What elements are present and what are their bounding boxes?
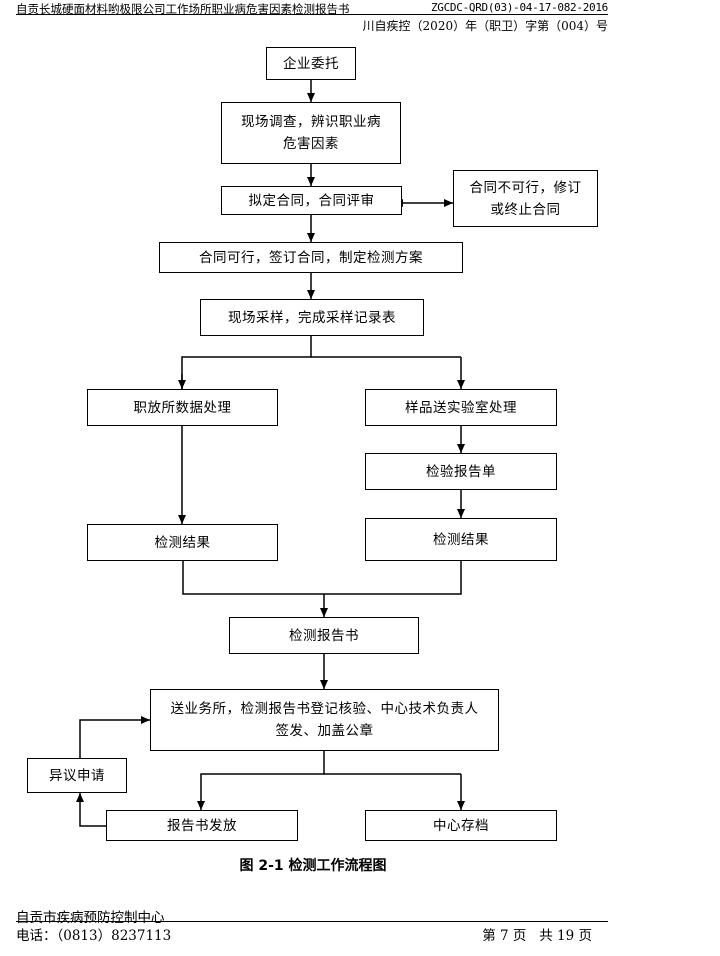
draft-contract-label: 拟定合同，合同评审	[248, 192, 375, 209]
archive-label: 中心存档	[433, 817, 489, 834]
arrow-issue-objection	[76, 793, 106, 827]
arrow-objection-review	[79, 716, 150, 758]
data-processing-label: 职放所数据处理	[133, 399, 232, 416]
result-right-label: 检测结果	[433, 531, 489, 548]
sign-contract-box: 合同可行，签订合同，制定检测方案	[159, 242, 463, 273]
lab-report-box: 检验报告单	[365, 453, 557, 490]
merge-connector	[182, 561, 462, 595]
survey-label: 现场调查，辨识职业病危害因素	[241, 114, 381, 152]
footer-rule	[16, 921, 608, 922]
result-left-label: 检测结果	[154, 534, 211, 551]
document-number: 川自疾控（2020）年（职卫）字第（004）号	[362, 19, 608, 33]
lab-processing-box: 样品送实验室处理	[365, 389, 557, 426]
report-title: 自贡长城硬面材料哟极限公司工作场所职业病危害因素检测报告书	[16, 2, 350, 16]
contract-rejected-label: 合同不可行，修订或终止合同	[469, 179, 582, 218]
objection-label: 异议申请	[49, 767, 105, 784]
header-rule	[16, 14, 608, 15]
split-connector	[181, 336, 312, 389]
draft-contract-box: 拟定合同，合同评审	[221, 186, 402, 215]
archive-box: 中心存档	[365, 810, 557, 841]
entrust-box: 企业委托	[266, 47, 356, 80]
sampling-label: 现场采样，完成采样记录表	[228, 309, 396, 326]
result-left-box: 检测结果	[87, 524, 278, 561]
lab-processing-label: 样品送实验室处理	[405, 399, 517, 416]
review-box: 送业务所，检测报告书登记核验、中心技术负责人签发、加盖公章	[150, 689, 499, 751]
footer-page-number: 第 7 页 共 19 页	[482, 928, 592, 944]
footer-phone: 电话：（0813）8237113	[16, 928, 172, 944]
figure-caption: 图 2-1 检测工作流程图	[239, 858, 387, 874]
entrust-label: 企业委托	[283, 55, 339, 72]
sign-contract-label: 合同可行，签订合同，制定检测方案	[199, 249, 423, 266]
objection-box: 异议申请	[27, 758, 127, 793]
report-box: 检测报告书	[229, 617, 419, 654]
report-label: 检测报告书	[289, 627, 359, 644]
review-label: 送业务所，检测报告书登记核验、中心技术负责人签发、加盖公章	[170, 701, 479, 739]
issue-report-box: 报告书发放	[106, 810, 298, 841]
split2-connector	[197, 751, 325, 810]
lab-report-label: 检验报告单	[426, 463, 496, 480]
data-processing-box: 职放所数据处理	[87, 389, 278, 426]
document-code: ZGCDC-QRD(03)-04-17-082-2016	[430, 1, 608, 14]
issue-report-label: 报告书发放	[167, 817, 237, 834]
footer-organization: 自贡市疾病预防控制中心	[16, 910, 165, 926]
contract-rejected-box: 合同不可行，修订或终止合同	[453, 170, 598, 227]
survey-box: 现场调查，辨识职业病危害因素	[221, 102, 401, 164]
result-right-box: 检测结果	[365, 518, 557, 561]
sampling-box: 现场采样，完成采样记录表	[200, 299, 424, 336]
